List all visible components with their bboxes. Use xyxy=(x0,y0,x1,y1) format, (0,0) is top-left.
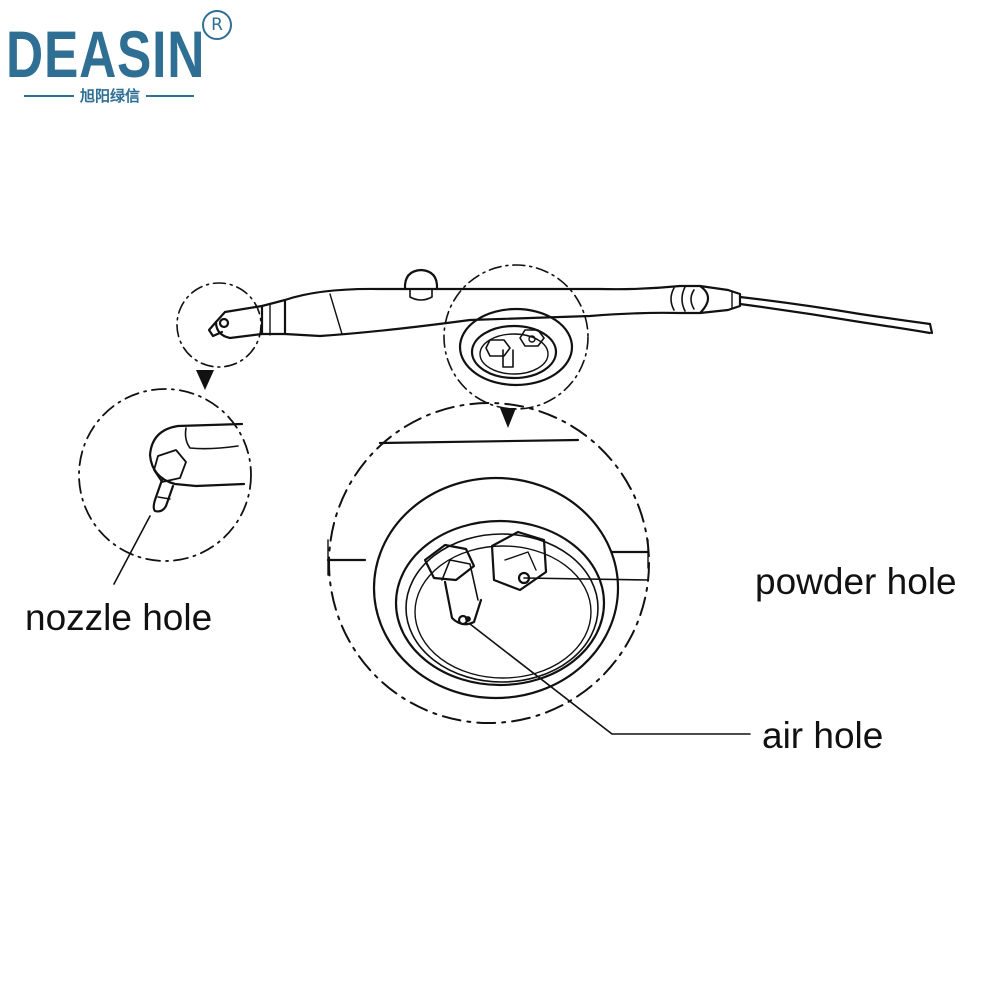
chamber-inner-rim-enlarged xyxy=(394,519,606,687)
nozzle-detail-circle xyxy=(78,388,252,562)
powder-hole-leader xyxy=(523,577,649,581)
handpiece-neck xyxy=(260,298,287,336)
nozzle-tip-enlarged xyxy=(152,478,175,513)
nozzle-tip xyxy=(207,320,224,338)
powder-chamber-rim xyxy=(458,307,574,387)
brand-rule-left xyxy=(24,95,74,97)
nozzle-nut-enlarged xyxy=(153,449,187,483)
activation-button xyxy=(403,268,439,291)
arrow-down-icon xyxy=(500,408,516,428)
brand-wordmark: DEASIN xyxy=(6,17,206,91)
chamber-rim-enlarged xyxy=(372,476,620,700)
powder-chamber-inner xyxy=(470,324,558,380)
rear-connector xyxy=(698,284,742,315)
air-hole-label: air hole xyxy=(762,715,884,756)
handpiece-body xyxy=(283,284,710,338)
brand-logo: DEASIN R 旭阳绿信 xyxy=(4,8,244,108)
brand-subtitle-row: 旭阳绿信 xyxy=(24,85,194,107)
tip-detail-marker xyxy=(176,282,262,368)
nozzle-head-enlarged xyxy=(148,424,198,488)
brand-subtitle: 旭阳绿信 xyxy=(79,87,140,105)
brand-rule-right xyxy=(146,95,194,97)
arrow-down-icon xyxy=(196,370,214,390)
chamber-detail-marker xyxy=(443,264,589,410)
powder-hole-label: powder hole xyxy=(755,561,957,602)
nozzle-hole-label: nozzle hole xyxy=(25,597,213,638)
chamber-detail-circle xyxy=(328,402,650,724)
nozzle-nut xyxy=(218,317,230,329)
air-hole-leader xyxy=(469,623,751,735)
nozzle-detail-view xyxy=(78,388,252,585)
powder-nozzle-nut xyxy=(490,530,548,592)
air-nozzle-nut xyxy=(423,543,476,582)
nozzle-hole-leader xyxy=(113,515,151,585)
handpiece-overview xyxy=(176,264,934,410)
air-hose xyxy=(738,295,932,326)
registered-mark-icon: R xyxy=(202,10,232,40)
nozzle-head xyxy=(214,304,264,340)
chamber-detail-view xyxy=(326,402,751,735)
